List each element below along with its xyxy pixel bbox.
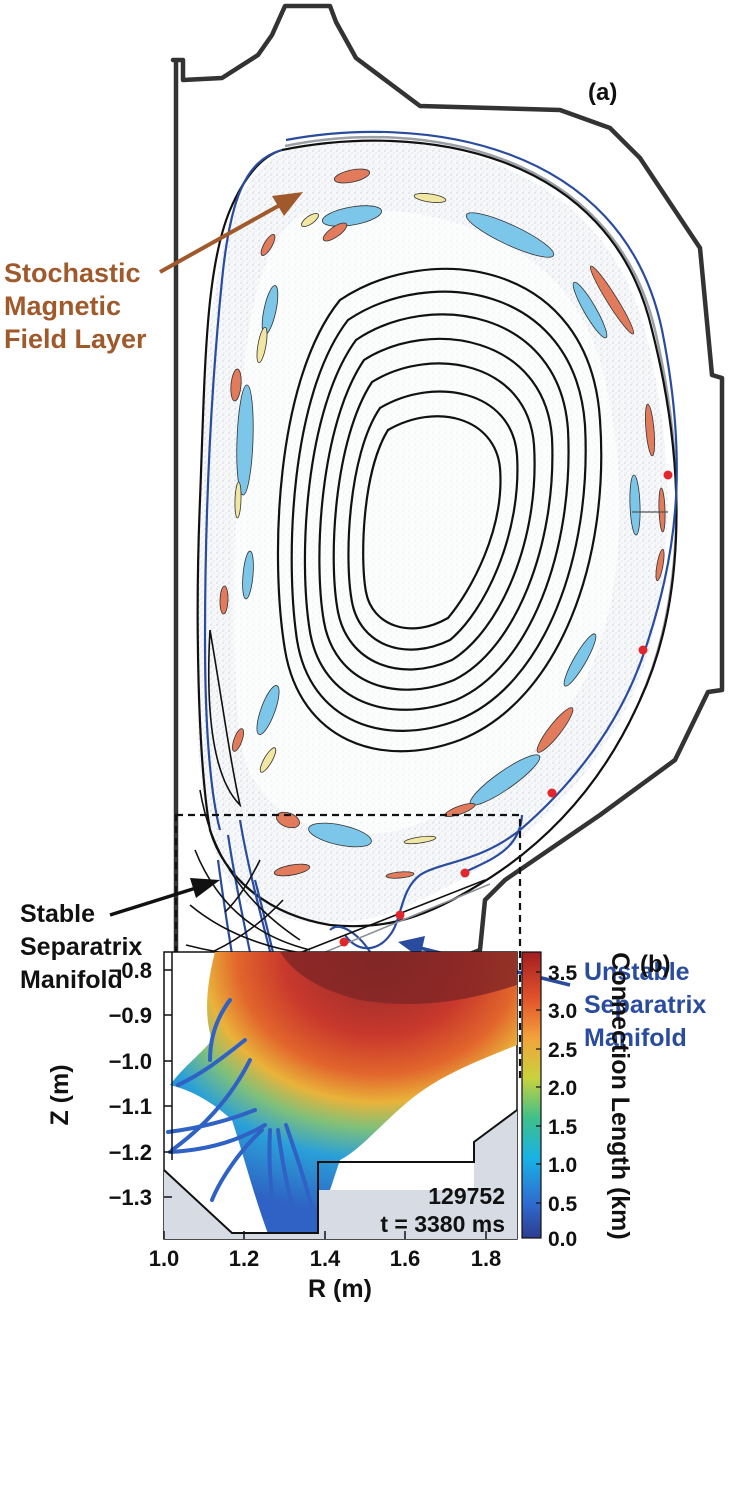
divertor-wall-region <box>164 1170 517 1239</box>
colorbar-tick-label: 3.5 <box>548 962 578 985</box>
y-tick-label: −1.3 <box>109 1185 152 1210</box>
unstable-manifold-label: Unstable Separatrix Manifold <box>584 958 706 1052</box>
y-tick-label: −0.8 <box>109 958 152 983</box>
svg-text:Manifold: Manifold <box>584 1024 687 1052</box>
x-tick-label: 1.2 <box>229 1246 260 1271</box>
colorbar-label: Connection Length (km) <box>606 952 634 1239</box>
svg-text:Stochastic: Stochastic <box>4 258 141 288</box>
stable-manifold-label: Stable Separatrix Manifold <box>20 900 142 994</box>
svg-text:Unstable: Unstable <box>584 958 690 986</box>
colorbar-tick-label: 0.0 <box>548 1228 577 1251</box>
stochastic-arrow <box>159 192 303 274</box>
colorbar-tick-labels: 3.5 3.0 2.5 2.0 1.5 1.0 0.5 0.0 <box>548 962 578 1251</box>
colorbar-tick-label: 1.5 <box>548 1116 578 1139</box>
x-axis <box>163 1231 487 1239</box>
colorbar-tick-label: 0.5 <box>548 1193 578 1216</box>
colorbar <box>521 951 542 1239</box>
svg-text:Separatrix: Separatrix <box>20 933 142 961</box>
stable-arrow <box>109 878 220 917</box>
panel-b-label: (b) <box>640 951 671 978</box>
x-tick-label: 1.8 <box>471 1246 502 1271</box>
x-tick-label: 1.6 <box>390 1246 421 1271</box>
y-tick-labels: −0.8 −0.9 −1.0 −1.1 −1.2 −1.3 <box>109 958 152 1210</box>
y-tick-label: −1.2 <box>109 1140 152 1165</box>
y-tick-label: −0.9 <box>109 1003 152 1028</box>
panel-b-connection-length-map: 1.0 1.2 1.4 1.6 1.8 −0.8 −0.9 −1.0 −1.1 … <box>46 951 671 1303</box>
connection-length-heatmap <box>170 952 517 1239</box>
colorbar-tick-label: 3.0 <box>548 1000 577 1023</box>
colorbar-tick-label: 2.5 <box>548 1039 578 1062</box>
panel-a-label: (a) <box>588 79 617 106</box>
magnetic-islands <box>219 168 666 879</box>
y-tick-label: −1.0 <box>109 1049 152 1074</box>
svg-text:Field Layer: Field Layer <box>4 324 147 354</box>
svg-text:Manifold: Manifold <box>20 966 123 994</box>
flux-surfaces <box>196 139 678 928</box>
svg-text:Magnetic: Magnetic <box>4 291 121 321</box>
shot-number: 129752 <box>428 1183 505 1209</box>
colorbar-ticks <box>536 971 541 1204</box>
svg-text:Stable: Stable <box>20 900 95 928</box>
stochastic-label: Stochastic Magnetic Field Layer <box>4 258 147 354</box>
colorbar-tick-label: 1.0 <box>548 1154 577 1177</box>
colorbar-tick-label: 2.0 <box>548 1077 577 1100</box>
time-label: t = 3380 ms <box>380 1211 505 1237</box>
y-tick-label: −1.1 <box>109 1094 152 1119</box>
x-axis-label: R (m) <box>308 1275 372 1303</box>
y-axis <box>164 969 172 1198</box>
panel-a-cross-section: (a) Stochastic Magnetic Field Layer Stab… <box>4 3 725 1150</box>
x-tick-label: 1.0 <box>149 1246 180 1271</box>
x-tick-label: 1.4 <box>310 1246 341 1271</box>
x-tick-labels: 1.0 1.2 1.4 1.6 1.8 <box>149 1246 502 1271</box>
svg-text:Separatrix: Separatrix <box>584 991 706 1019</box>
y-axis-label: Z (m) <box>46 1064 74 1125</box>
